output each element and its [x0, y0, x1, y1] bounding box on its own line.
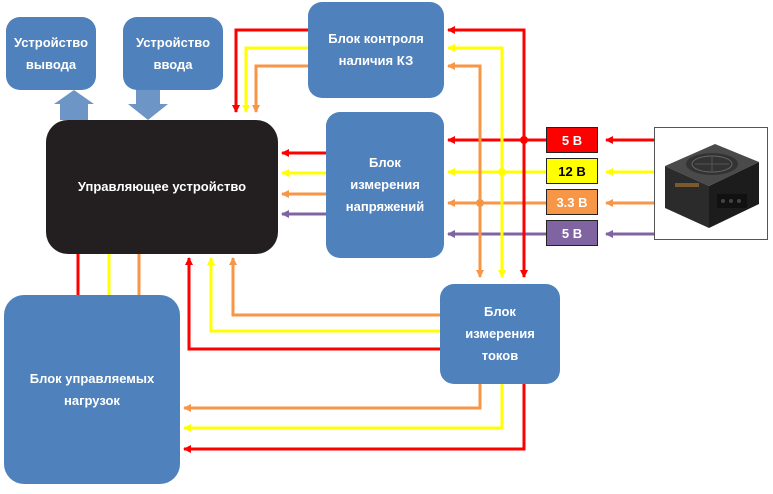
- loads-label: Блок управляемых нагрузок: [29, 370, 155, 408]
- short-circuit-control-block: Блок контроля наличия КЗ: [308, 2, 444, 98]
- power-supply-unit-image: [654, 127, 768, 240]
- rail-label-text: 12 В: [558, 163, 586, 179]
- controller-block: Управляющее устройство: [46, 120, 278, 254]
- voltage-measure-block: Блок измерения напряжений: [326, 112, 444, 258]
- current-measure-label: Блок измерения токов: [465, 304, 535, 363]
- loads-block: Блок управляемых нагрузок: [4, 295, 180, 484]
- rail-label-5v-purple: 5 В: [546, 220, 598, 246]
- rail-label-5v-red: 5 В: [546, 127, 598, 153]
- current-measure-block: Блок измерения токов: [440, 284, 560, 384]
- output-device-block: Устройство вывода: [6, 17, 96, 90]
- voltage-measure-label: Блок измерения напряжений: [345, 155, 425, 214]
- io-arrows: [54, 90, 168, 120]
- junction-dots: [476, 136, 528, 207]
- rail-label-3v3: 3.3 В: [546, 189, 598, 215]
- rail-label-text: 5 В: [561, 225, 583, 241]
- short-circuit-control-label: Блок контроля наличия КЗ: [328, 31, 424, 68]
- psu-icon: [665, 144, 759, 228]
- output-device-label: Устройство вывода: [13, 34, 89, 72]
- rail-label-text: 5 В: [561, 132, 583, 148]
- rail-label-12v: 12 В: [546, 158, 598, 184]
- controller-label: Управляющее устройство: [77, 179, 247, 194]
- input-device-label: Устройство ввода: [135, 34, 211, 72]
- input-device-block: Устройство ввода: [123, 17, 223, 90]
- rail-label-text: 3.3 В: [556, 194, 588, 210]
